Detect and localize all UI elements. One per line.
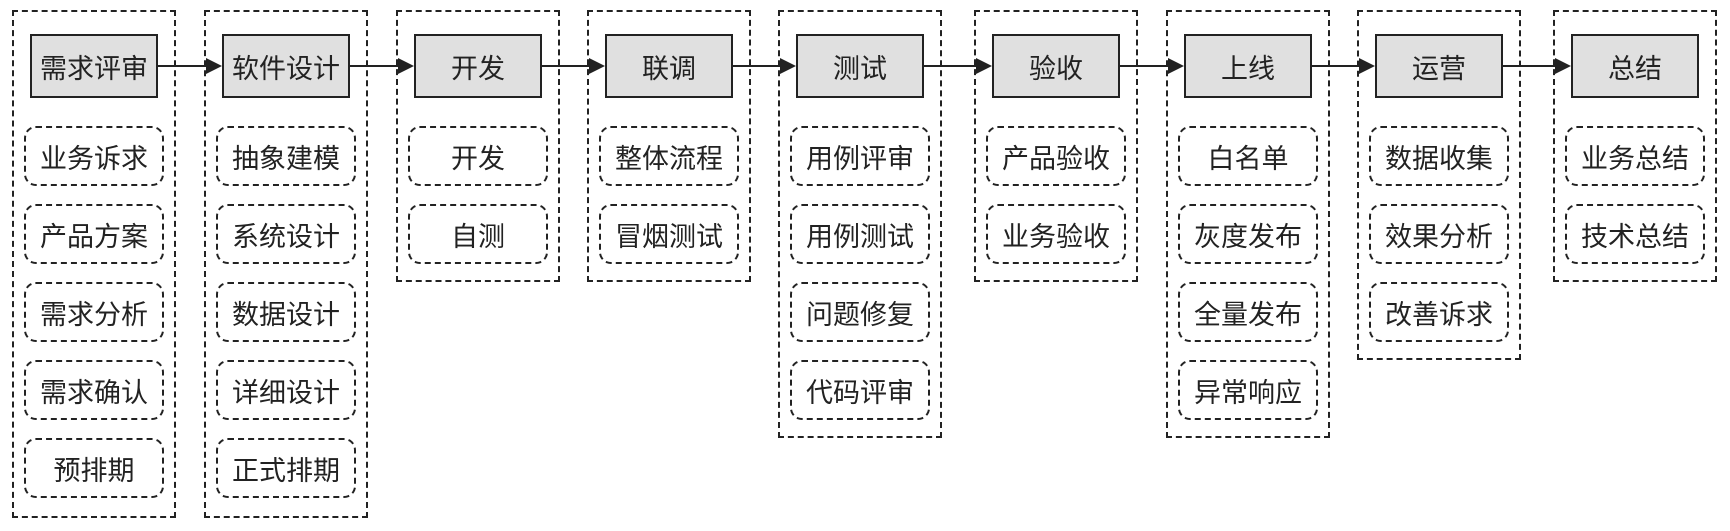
task-item: 白名单 [1178,126,1318,186]
task-item: 技术总结 [1565,204,1705,264]
task-item: 产品验收 [986,126,1126,186]
task-item: 需求确认 [24,360,164,420]
stage-box: 总结 [1571,34,1699,98]
task-item: 数据设计 [216,282,356,342]
arrow-head [1555,58,1571,74]
task-item: 需求分析 [24,282,164,342]
arrow-head [1168,58,1184,74]
task-item: 问题修复 [790,282,930,342]
task-item: 产品方案 [24,204,164,264]
arrow-head [398,58,414,74]
task-item: 抽象建模 [216,126,356,186]
arrow-head [780,58,796,74]
task-item: 改善诉求 [1369,282,1509,342]
task-item: 整体流程 [599,126,739,186]
stage-column-software-design: 软件设计 抽象建模 系统设计 数据设计 详细设计 正式排期 [204,10,368,518]
stage-column-development: 开发 开发 自测 [396,10,560,282]
stage-box: 联调 [605,34,733,98]
task-item: 代码评审 [790,360,930,420]
stage-column-summary: 总结 业务总结 技术总结 [1553,10,1717,282]
task-item: 用例测试 [790,204,930,264]
task-item: 全量发布 [1178,282,1318,342]
stage-box: 测试 [796,34,924,98]
arrow-head [1359,58,1375,74]
task-item: 冒烟测试 [599,204,739,264]
task-item: 异常响应 [1178,360,1318,420]
stage-box: 需求评审 [30,34,158,98]
task-item: 开发 [408,126,548,186]
stage-column-launch: 上线 白名单 灰度发布 全量发布 异常响应 [1166,10,1330,438]
stage-box: 上线 [1184,34,1312,98]
stage-column-requirement-review: 需求评审 业务诉求 产品方案 需求分析 需求确认 预排期 [12,10,176,518]
task-item: 业务验收 [986,204,1126,264]
stage-column-integration: 联调 整体流程 冒烟测试 [587,10,751,282]
task-item: 用例评审 [790,126,930,186]
task-item: 业务总结 [1565,126,1705,186]
stage-column-testing: 测试 用例评审 用例测试 问题修复 代码评审 [778,10,942,438]
task-item: 效果分析 [1369,204,1509,264]
stage-box: 软件设计 [222,34,350,98]
task-item: 详细设计 [216,360,356,420]
task-item: 正式排期 [216,438,356,498]
task-item: 数据收集 [1369,126,1509,186]
task-item: 灰度发布 [1178,204,1318,264]
arrow-head [589,58,605,74]
task-item: 系统设计 [216,204,356,264]
arrow-head [206,58,222,74]
arrow-head [976,58,992,74]
stage-box: 开发 [414,34,542,98]
task-item: 预排期 [24,438,164,498]
stage-column-operations: 运营 数据收集 效果分析 改善诉求 [1357,10,1521,360]
stage-box: 运营 [1375,34,1503,98]
task-item: 业务诉求 [24,126,164,186]
task-item: 自测 [408,204,548,264]
stage-column-acceptance: 验收 产品验收 业务验收 [974,10,1138,282]
stage-box: 验收 [992,34,1120,98]
